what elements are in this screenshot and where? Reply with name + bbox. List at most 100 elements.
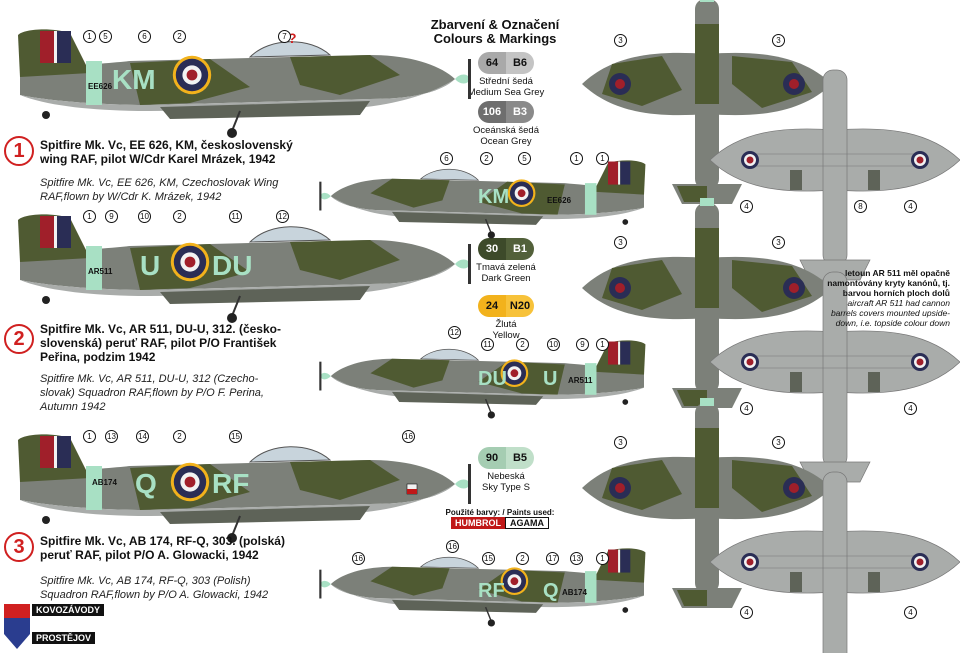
callout: 10 bbox=[547, 338, 560, 351]
code-du-main: DU bbox=[212, 250, 253, 281]
marking-number-2: 2 bbox=[4, 324, 34, 354]
callout: 13 bbox=[105, 430, 118, 443]
header-line1: Zbarvení & Označení bbox=[430, 17, 560, 32]
serial-3-secondary: AB174 bbox=[562, 588, 587, 597]
marking-2-cz: Spitfire Mk. Vc, AR 511, DU-U, 312. (čes… bbox=[40, 322, 281, 364]
callout: 3 bbox=[772, 34, 785, 47]
callout: 4 bbox=[740, 402, 753, 415]
callout: 3 bbox=[614, 34, 627, 47]
callout: 1 bbox=[596, 152, 609, 165]
serial-3-main: AB174 bbox=[92, 478, 117, 487]
question-mark: ? bbox=[288, 30, 297, 46]
header-line2: Colours & Markings bbox=[433, 31, 557, 46]
callout: 3 bbox=[614, 236, 627, 249]
callout: 15 bbox=[482, 552, 495, 565]
marking-2-en: Spitfire Mk. Vc, AR 511, DU-U, 312 (Czec… bbox=[40, 373, 264, 413]
callout: 1 bbox=[570, 152, 583, 165]
callout: 3 bbox=[772, 436, 785, 449]
serial-1-secondary: EE626 bbox=[547, 196, 572, 205]
agama-logo: AGAMA bbox=[505, 517, 549, 529]
callout: 11 bbox=[481, 338, 494, 351]
marking-1-cz: Spitfire Mk. Vc, EE 626, KM, českosloven… bbox=[40, 138, 293, 166]
callout: 13 bbox=[570, 552, 583, 565]
code-km-secondary: KM bbox=[478, 186, 510, 208]
callout: 14 bbox=[136, 430, 149, 443]
callout: 1 bbox=[596, 338, 609, 351]
serial-1-main: EE626 bbox=[88, 82, 113, 91]
kovozavody-logo: KOVOZÁVODY PROSTĚJOV bbox=[4, 604, 114, 649]
marking-number-3: 3 bbox=[4, 532, 34, 562]
callout: 6 bbox=[440, 152, 453, 165]
swatch-24: 24 N20 bbox=[478, 295, 534, 317]
callout: 12 bbox=[276, 210, 289, 223]
serial-2-secondary: AR511 bbox=[568, 376, 593, 385]
callout: 9 bbox=[576, 338, 589, 351]
callout: 4 bbox=[904, 200, 917, 213]
callout: 3 bbox=[614, 436, 627, 449]
callout: 4 bbox=[904, 402, 917, 415]
code-rf-main: RF bbox=[212, 468, 250, 499]
code-q-main: Q bbox=[135, 468, 157, 499]
callout: 1 bbox=[83, 430, 96, 443]
callout: 2 bbox=[173, 210, 186, 223]
swatch-30: 30 B1 bbox=[478, 238, 534, 260]
kp-emblem-icon bbox=[4, 604, 30, 649]
callout: 1 bbox=[596, 552, 609, 565]
callout: 4 bbox=[740, 606, 753, 619]
callout: 6 bbox=[138, 30, 151, 43]
humbrol-logo: HUMBROL bbox=[451, 517, 505, 529]
marking-1-en: Spitfire Mk. Vc, EE 626, KM, Czechoslova… bbox=[40, 177, 279, 203]
code-rf-secondary: RF bbox=[478, 580, 505, 602]
callout: 3 bbox=[772, 236, 785, 249]
callout: 5 bbox=[518, 152, 531, 165]
code-u-main: U bbox=[140, 250, 161, 281]
note-cz: letoun AR 511 měl opačně namontovány kry… bbox=[827, 268, 950, 298]
callout: 7 bbox=[278, 30, 291, 43]
logo-bottom-text: PROSTĚJOV bbox=[32, 632, 96, 644]
cannon-note: letoun AR 511 měl opačně namontovány kry… bbox=[820, 268, 950, 328]
marking-3-en: Spitfire Mk. Vc, AB 174, RF-Q, 303 (Poli… bbox=[40, 575, 269, 601]
code-km-main: KM bbox=[112, 64, 156, 95]
callout: 4 bbox=[740, 200, 753, 213]
callout: 16 bbox=[352, 552, 365, 565]
swatch-64: 64 B6 bbox=[478, 52, 534, 74]
callout: 2 bbox=[173, 430, 186, 443]
profile-3-main bbox=[17, 433, 472, 544]
colours-header: Zbarvení & Označení Colours & Markings bbox=[420, 18, 570, 46]
callout: 12 bbox=[448, 326, 461, 339]
callout: 5 bbox=[99, 30, 112, 43]
callout: 9 bbox=[105, 210, 118, 223]
callout: 16 bbox=[446, 540, 459, 553]
callout: 1 bbox=[83, 210, 96, 223]
code-du-secondary: DU bbox=[478, 368, 507, 390]
marking-number-1: 1 bbox=[4, 136, 34, 166]
callout: 8 bbox=[854, 200, 867, 213]
callout: 2 bbox=[480, 152, 493, 165]
note-en: aircraft AR 511 had cannon barrels cover… bbox=[830, 298, 950, 328]
callout: 1 bbox=[83, 30, 96, 43]
callout: 4 bbox=[904, 606, 917, 619]
code-u-secondary: U bbox=[543, 368, 558, 390]
callout: 15 bbox=[229, 430, 242, 443]
callout: 11 bbox=[229, 210, 242, 223]
callout: 2 bbox=[516, 552, 529, 565]
callout: 2 bbox=[516, 338, 529, 351]
swatch-90: 90 B5 bbox=[478, 447, 534, 469]
serial-2-main: AR511 bbox=[88, 267, 113, 276]
callout: 17 bbox=[546, 552, 559, 565]
callout: 10 bbox=[138, 210, 151, 223]
marking-3-cz: Spitfire Mk. Vc, AB 174, RF-Q, 303. (pol… bbox=[40, 534, 285, 562]
logo-top-text: KOVOZÁVODY bbox=[32, 604, 105, 616]
profile-1-main bbox=[17, 28, 472, 139]
callout: 2 bbox=[173, 30, 186, 43]
swatch-106: 106 B3 bbox=[478, 101, 534, 123]
code-q-secondary: Q bbox=[543, 580, 559, 602]
callout: 16 bbox=[402, 430, 415, 443]
